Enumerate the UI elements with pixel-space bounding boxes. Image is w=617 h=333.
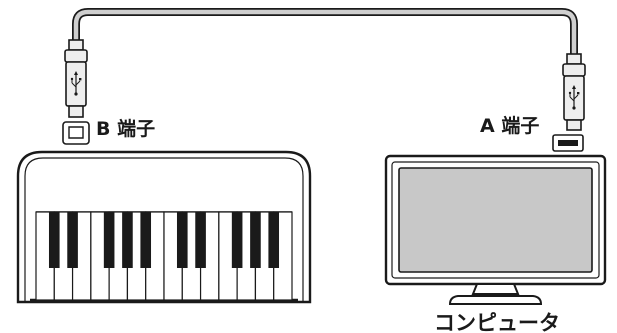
black-key	[48, 212, 60, 268]
computer-monitor	[384, 154, 607, 305]
black-key	[268, 212, 280, 268]
monitor-screen	[398, 167, 593, 273]
black-key	[250, 212, 261, 268]
keyboard-keys	[35, 211, 293, 301]
black-key	[103, 212, 115, 268]
black-key	[176, 212, 188, 268]
usb-b-plug	[64, 39, 88, 118]
port-b-label: B 端子	[96, 117, 155, 140]
usb-icon	[568, 85, 580, 110]
black-key	[67, 212, 78, 268]
usb-a-plug	[562, 53, 586, 131]
usb-cable	[72, 7, 578, 70]
usb-icon	[70, 71, 82, 96]
black-key	[122, 212, 133, 268]
usb-a-port-icon	[552, 134, 584, 152]
port-a-label: A 端子	[480, 114, 539, 137]
computer-label: コンピュータ	[434, 311, 560, 333]
black-key	[140, 212, 152, 268]
black-key	[231, 212, 243, 268]
black-key	[195, 212, 206, 268]
keyboard-instrument	[16, 150, 312, 304]
usb-b-port-icon	[62, 121, 90, 145]
